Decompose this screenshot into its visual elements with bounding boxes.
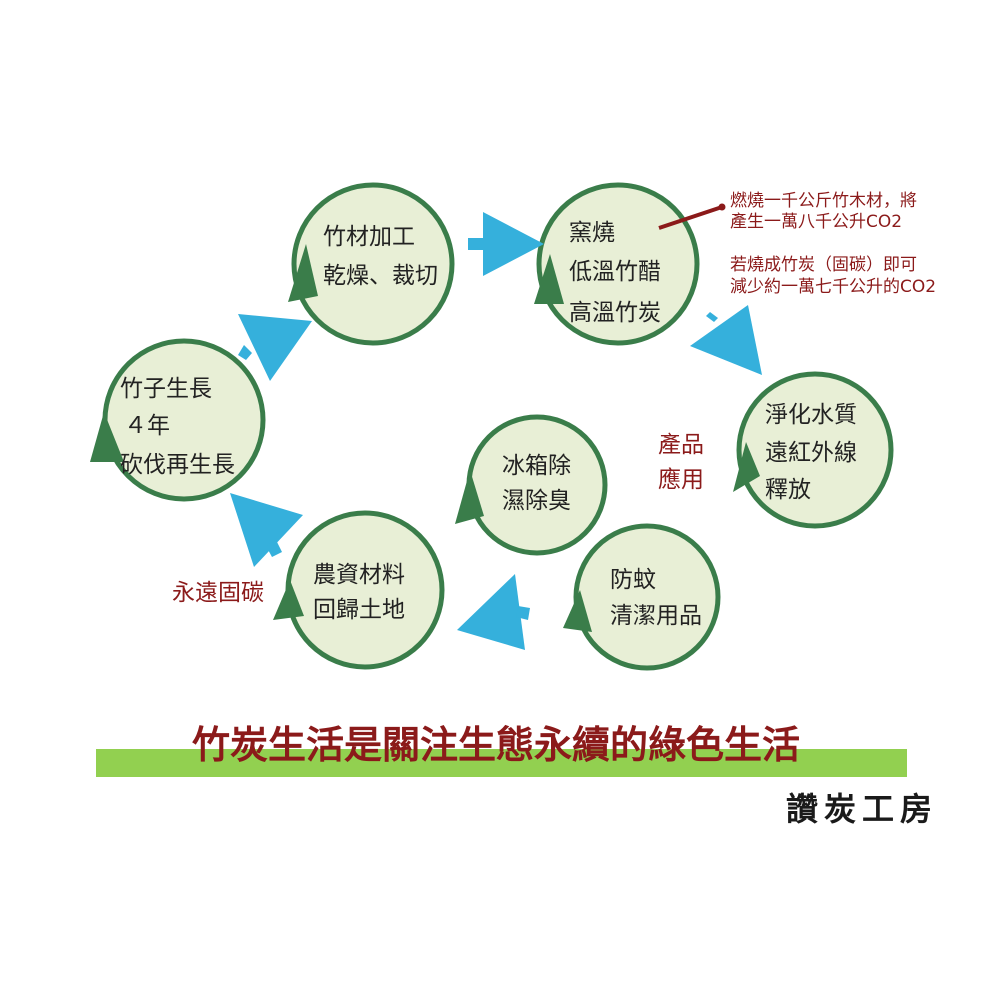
cycle-arrowhead [90, 412, 124, 462]
node-label-line: 濕除臭 [502, 488, 571, 514]
note-line: 若燒成竹炭（固碳）即可 [730, 255, 917, 275]
node-label-line: 冰箱除 [502, 453, 571, 479]
flow-arrow-kiln-to-purify [690, 305, 762, 375]
reduce-note: 若燒成竹炭（固碳）即可 減少約一萬七千公升的CO2 [730, 255, 936, 297]
node-label-line: 回歸土地 [313, 597, 405, 623]
node-bamboo-growth: 竹子生長 ４年 砍伐再生長 [90, 338, 266, 502]
note-pointer-dot [718, 203, 726, 211]
product-use-label: 產品 應用 [658, 432, 704, 493]
node-label-line: 低溫竹醋 [569, 259, 661, 285]
cycle-arrowhead [534, 254, 564, 304]
node-fridge: 冰箱除 濕除臭 [455, 414, 608, 556]
banner-title: 竹炭生活是關注生態永續的綠色生活 [192, 723, 800, 767]
brand-logo: 讚炭工房 [786, 790, 938, 828]
node-label-line: 竹子生長 [120, 376, 212, 402]
node-label-line: 高溫竹炭 [569, 300, 661, 326]
node-label-line: 清潔用品 [610, 603, 702, 629]
note-line: 減少約一萬七千公升的CO2 [730, 277, 936, 297]
label-line: 應用 [658, 467, 704, 493]
node-label-line: 窯燒 [569, 220, 615, 246]
banner-bar [96, 749, 907, 777]
node-kiln: 窯燒 低溫竹醋 高溫竹炭 [534, 182, 700, 346]
cycle-arrowhead [288, 244, 318, 302]
node-circle [466, 414, 608, 556]
node-circle [536, 182, 700, 346]
cycle-arrowhead [273, 580, 304, 620]
burn-note: 燃燒一千公斤竹木材，將 產生一萬八千公升CO2 [658, 191, 917, 232]
node-circle [573, 523, 721, 671]
node-label-line: 釋放 [765, 477, 811, 503]
node-label-line: 農資材料 [313, 562, 405, 588]
label-line: 產品 [658, 432, 704, 458]
note-line: 產生一萬八千公升CO2 [730, 212, 902, 232]
node-label-line: 乾燥、裁切 [323, 263, 438, 289]
node-label-line: 竹材加工 [323, 224, 415, 250]
node-circle [285, 510, 445, 670]
flow-arrow-agriculture-to-growth [230, 493, 303, 567]
node-label-line: 砍伐再生長 [120, 452, 235, 478]
node-label-line: ４年 [124, 413, 170, 439]
flow-arrow-growth-to-processing [238, 314, 312, 381]
node-agriculture: 農資材料 回歸土地 [273, 510, 445, 670]
node-label-line: 防蚊 [610, 567, 656, 593]
node-circle [291, 182, 455, 346]
node-mosquito: 防蚊 清潔用品 [563, 523, 721, 671]
node-label-line: 淨化水質 [765, 402, 857, 428]
cycle-arrowhead [455, 470, 484, 524]
note-line: 燃燒一千公斤竹木材，將 [730, 191, 917, 211]
carbon-fix-label: 永遠固碳 [172, 580, 264, 606]
cycle-arrowhead [733, 442, 760, 492]
node-processing: 竹材加工 乾燥、裁切 [288, 182, 455, 346]
cycle-arrowhead [563, 590, 592, 632]
node-circle [736, 371, 894, 529]
node-label-line: 遠紅外線 [765, 440, 857, 466]
node-purify: 淨化水質 遠紅外線 釋放 [733, 371, 894, 529]
note-pointer-line [658, 205, 723, 230]
flow-arrow-mosquito-to-agriculture [457, 574, 530, 650]
flow-arrow-processing-to-kiln [468, 212, 544, 276]
